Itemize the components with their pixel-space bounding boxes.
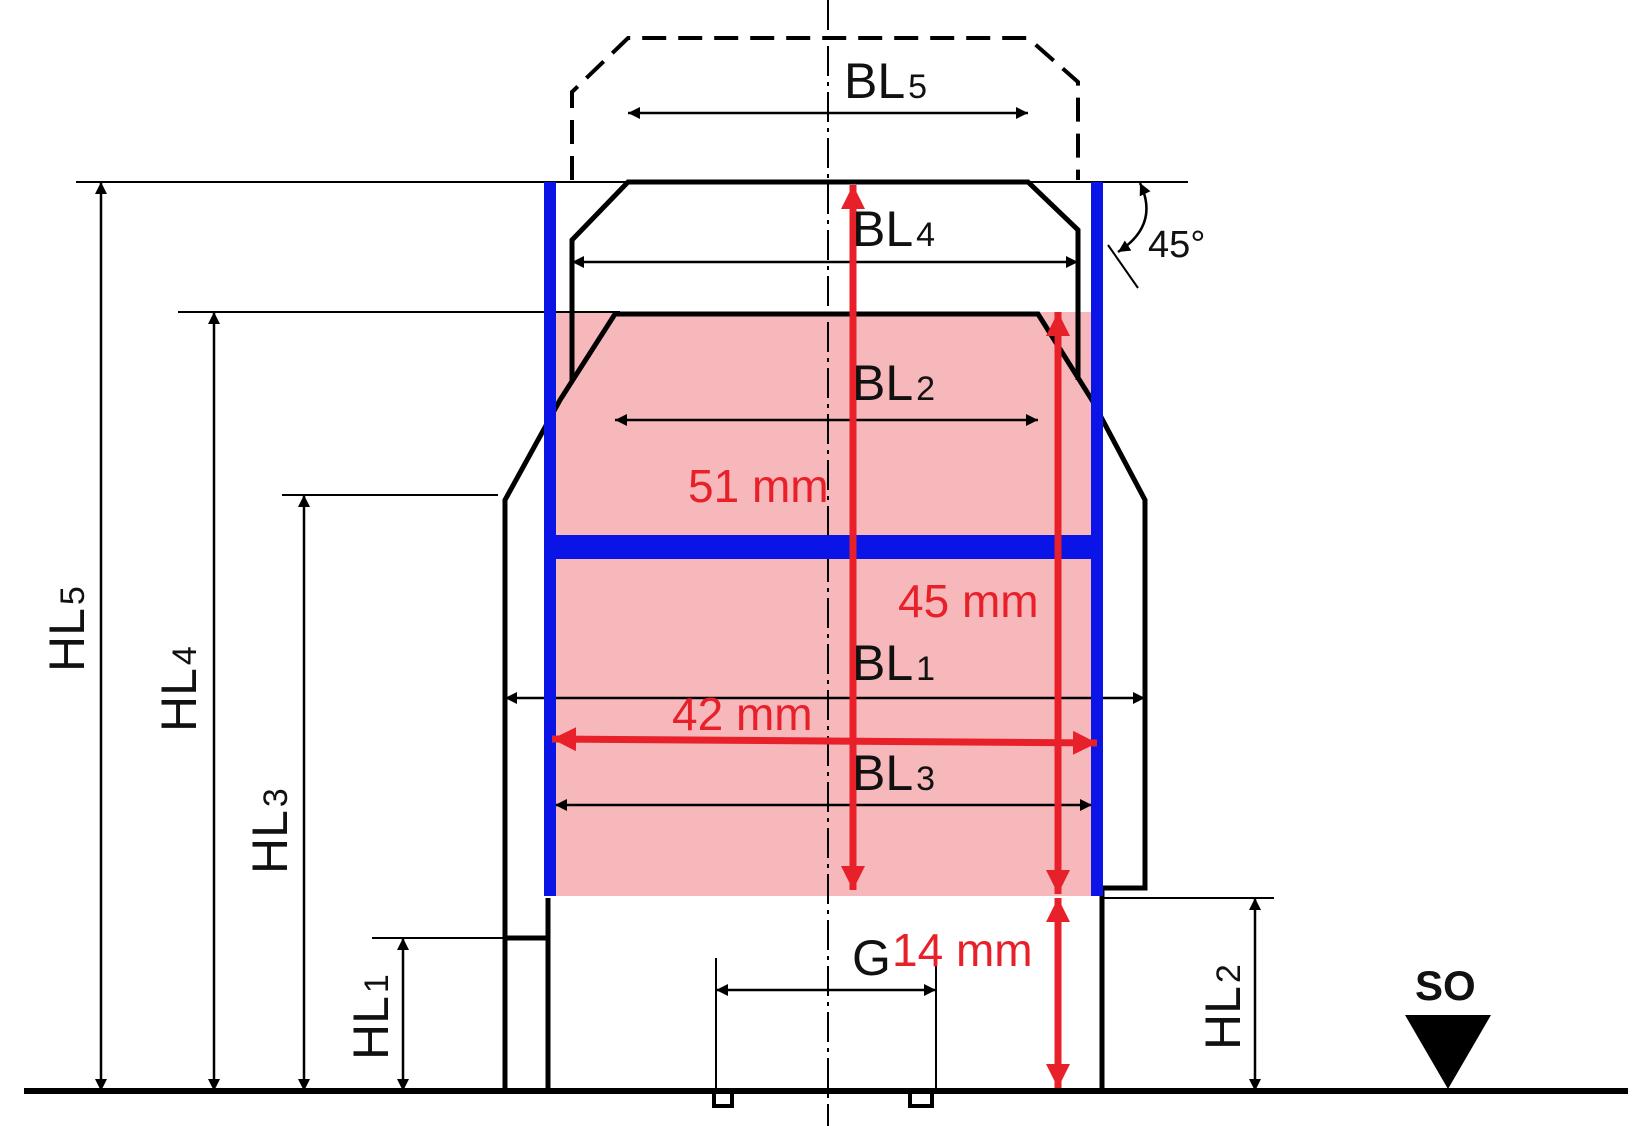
bl4-label: BL4 [852,201,935,257]
hl5-label: HL5 [39,586,95,672]
bl3-label: BL3 [852,745,935,801]
blue-frame [544,182,1103,896]
hl2-label: HL2 [1195,964,1251,1050]
measure-51-label: 51 mm [688,460,829,512]
measure-45-label: 45 mm [898,575,1039,627]
bl2-label: BL2 [852,355,935,411]
bl1-label: BL1 [852,635,935,691]
hl1-label: HL1 [343,974,399,1060]
red-measure-arrows [551,185,1098,1088]
angle-label: 45° [1148,224,1205,266]
measure-42-label: 42 mm [672,688,813,740]
dashed-outline [570,36,1080,180]
ground-notch-left [712,1091,734,1108]
so-label: SO [1415,962,1476,1009]
bl5-label: BL5 [844,53,927,109]
dimension-arrows [95,107,1261,1091]
g-label: G [852,930,891,986]
red-arrow-42 [551,727,1098,755]
so-triangle-icon [1405,1015,1491,1089]
angle-arc [1117,182,1151,254]
measure-14-label: 14 mm [892,924,1033,976]
ground-notch-right [908,1091,934,1108]
reference-lines [76,181,1274,1091]
hl3-label: HL3 [242,788,298,874]
hl4-label: HL4 [151,646,207,732]
